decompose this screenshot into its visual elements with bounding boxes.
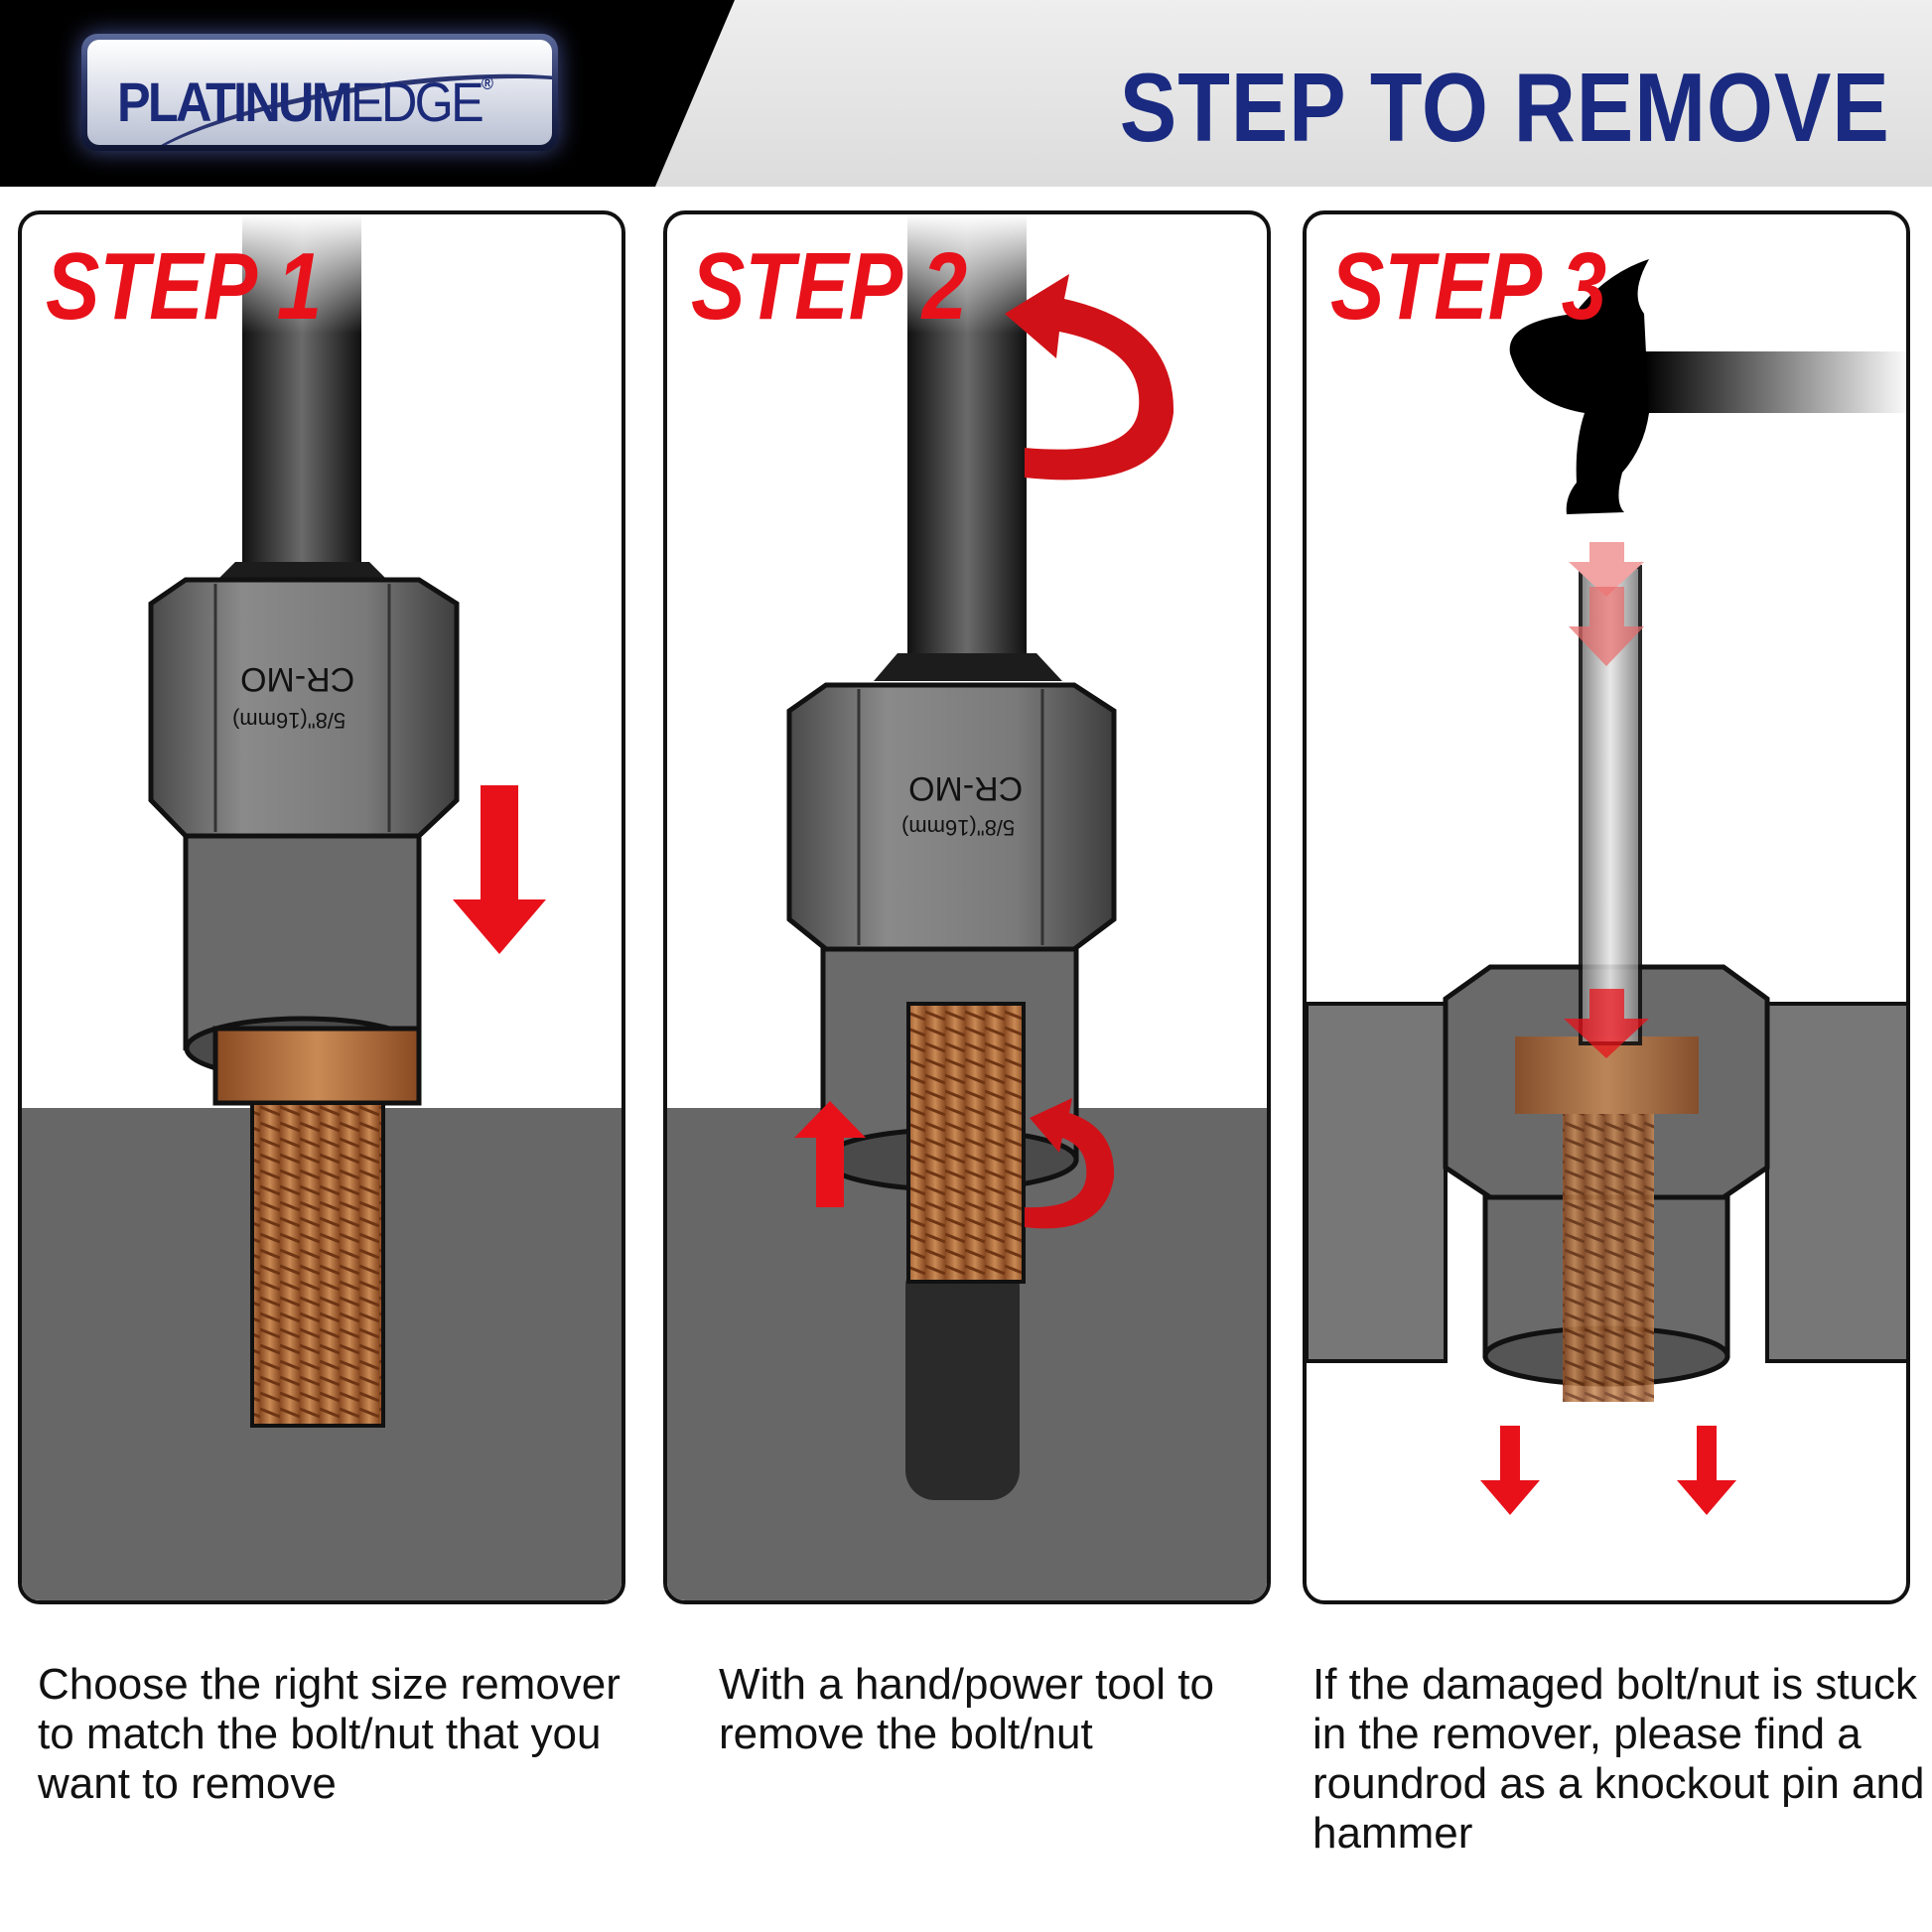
step-3-panel: STEP 3 bbox=[1303, 210, 1910, 1604]
bolt-hole bbox=[905, 1257, 1020, 1500]
step-1-caption: Choose the right size remover to match t… bbox=[38, 1660, 621, 1808]
step-2-caption: With a hand/power tool to remove the bol… bbox=[719, 1660, 1214, 1758]
remover-socket bbox=[786, 682, 1117, 952]
up-arrow-icon bbox=[794, 1101, 866, 1207]
socket-marking: CR-MO bbox=[908, 769, 1024, 807]
brand-logo: PLATINUMEDGE® bbox=[81, 34, 558, 151]
socket-size-marking: 5/8"(16mm) bbox=[232, 708, 346, 733]
support-block-right bbox=[1765, 1002, 1906, 1363]
step-3-caption: If the damaged bolt/nut is stuck in the … bbox=[1312, 1660, 1925, 1858]
step-2-illustration bbox=[667, 214, 1267, 1600]
rusty-bolt bbox=[212, 1026, 422, 1106]
page-title: STEP TO REMOVE bbox=[1120, 53, 1890, 162]
step-3-label: STEP 3 bbox=[1330, 233, 1607, 340]
rusty-bolt bbox=[906, 1002, 1026, 1284]
step-1-panel: STEP 1 CR-MO 5/8"(16mm) bbox=[18, 210, 625, 1604]
support-block-left bbox=[1307, 1002, 1448, 1363]
down-arrow-icon bbox=[453, 785, 546, 954]
step-1-illustration bbox=[22, 214, 621, 1600]
socket-size-marking: 5/8"(16mm) bbox=[901, 815, 1016, 840]
hammer-handle bbox=[1644, 351, 1906, 413]
hammer-icon bbox=[1509, 259, 1649, 514]
down-arrow-icon bbox=[1480, 1426, 1540, 1515]
remover-socket bbox=[148, 577, 460, 839]
socket-marking: CR-MO bbox=[240, 660, 355, 698]
step-2-panel: STEP 2 CR-MO 5/8"(16mm) bbox=[663, 210, 1271, 1604]
rotate-arrow-icon bbox=[1005, 274, 1174, 481]
down-arrow-icon bbox=[1677, 1426, 1736, 1515]
step-1-label: STEP 1 bbox=[46, 233, 323, 340]
rotate-arrow-icon bbox=[1025, 1098, 1115, 1229]
down-arrow-icon bbox=[1569, 542, 1644, 597]
step-2-label: STEP 2 bbox=[691, 233, 968, 340]
step-3-illustration bbox=[1307, 259, 1906, 1515]
logo-text: PLATINUMEDGE® bbox=[117, 70, 493, 133]
